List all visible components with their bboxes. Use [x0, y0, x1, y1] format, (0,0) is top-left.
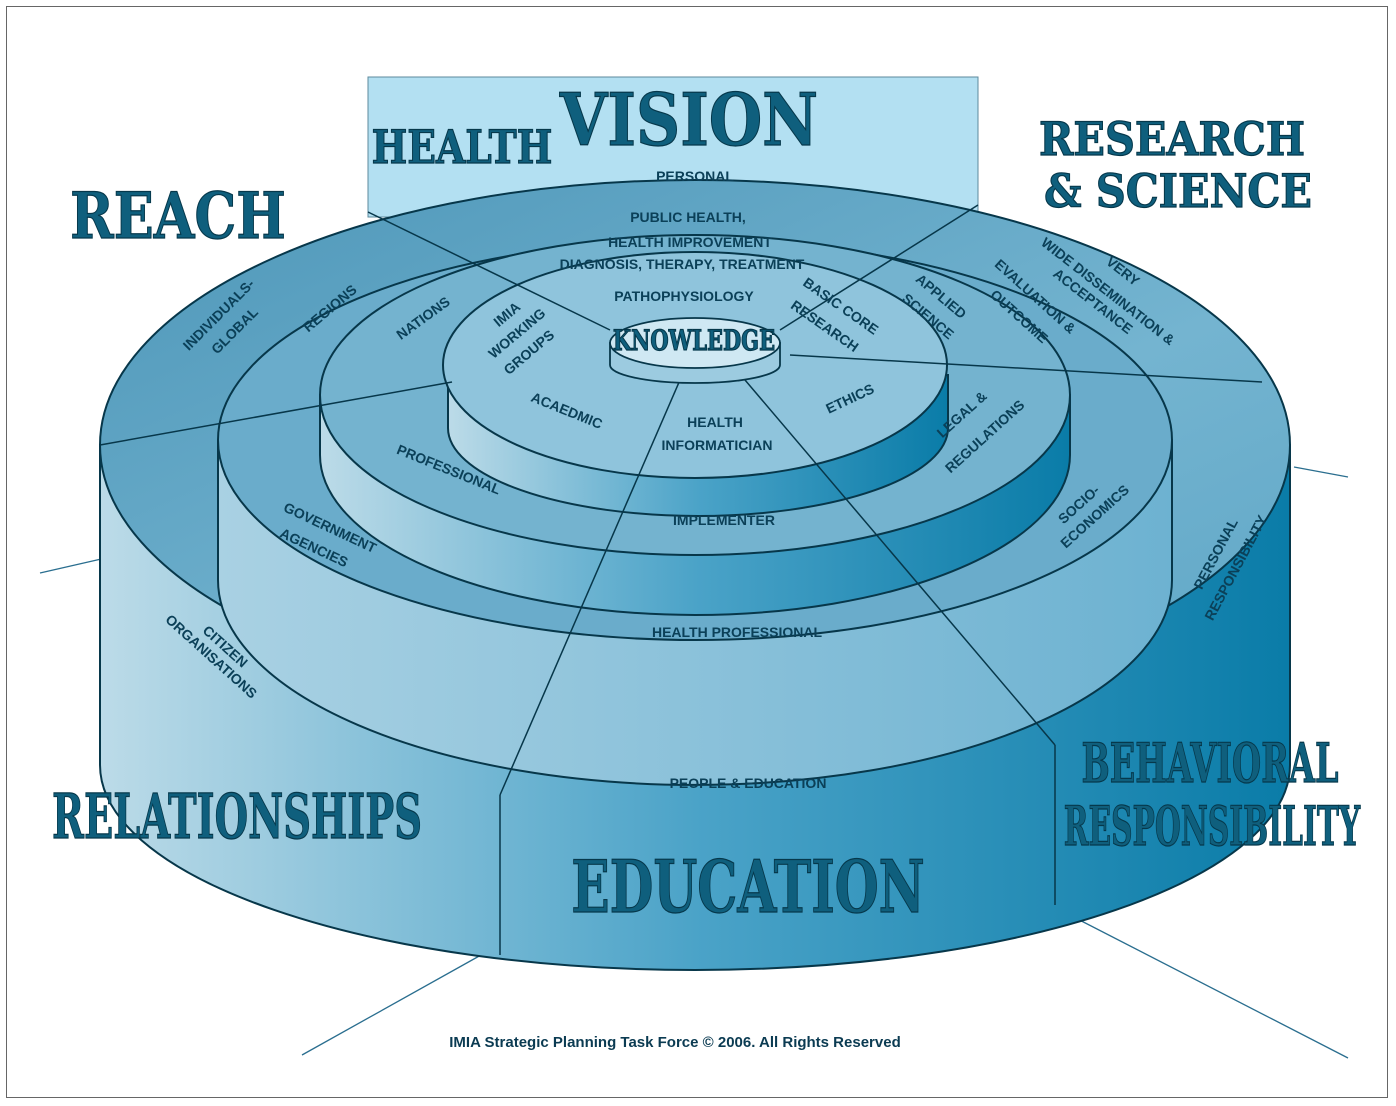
label-public-health: PUBLIC HEALTH,: [630, 209, 746, 225]
heading-health: HEALTH: [372, 120, 553, 174]
label-diagnosis: DIAGNOSIS, THERAPY, TREATMENT: [560, 256, 805, 272]
sector-dividers: [99, 204, 1263, 955]
heading-behavioral: BEHAVIORAL: [1081, 732, 1338, 796]
heading-relationships: RELATIONSHIPS: [52, 782, 422, 854]
guide-lines: [39, 466, 1349, 1059]
heading-vision: VISION: [558, 77, 818, 163]
heading-responsibility: RESPONSIBILITY: [1064, 795, 1361, 858]
heading-research: RESEARCH: [1039, 113, 1305, 167]
copyright-footer: IMIA Strategic Planning Task Force © 200…: [449, 1034, 900, 1051]
label-people-education: PEOPLE & EDUCATION: [670, 775, 827, 791]
label-personal: PERSONAL: [656, 168, 734, 184]
label-health-informatician-2: INFORMATICIAN: [662, 437, 773, 453]
center-knowledge: KNOWLEDGE: [613, 324, 775, 357]
heading-education: EDUCATION: [571, 845, 924, 930]
knowledge-hub-top: [609, 317, 781, 369]
label-health-informatician-1: HEALTH: [687, 414, 743, 430]
label-implementer: IMPLEMENTER: [673, 512, 775, 528]
label-pathophysiology: PATHOPHYSIOLOGY: [614, 288, 754, 304]
label-health-professional: HEALTH PROFESSIONAL: [652, 624, 823, 640]
heading-reach: REACH: [70, 178, 286, 253]
heading-vision-text: VISION: [559, 77, 818, 162]
heading-science: & SCIENCE: [1044, 165, 1312, 219]
label-health-improvement: HEALTH IMPROVEMENT: [608, 234, 772, 250]
